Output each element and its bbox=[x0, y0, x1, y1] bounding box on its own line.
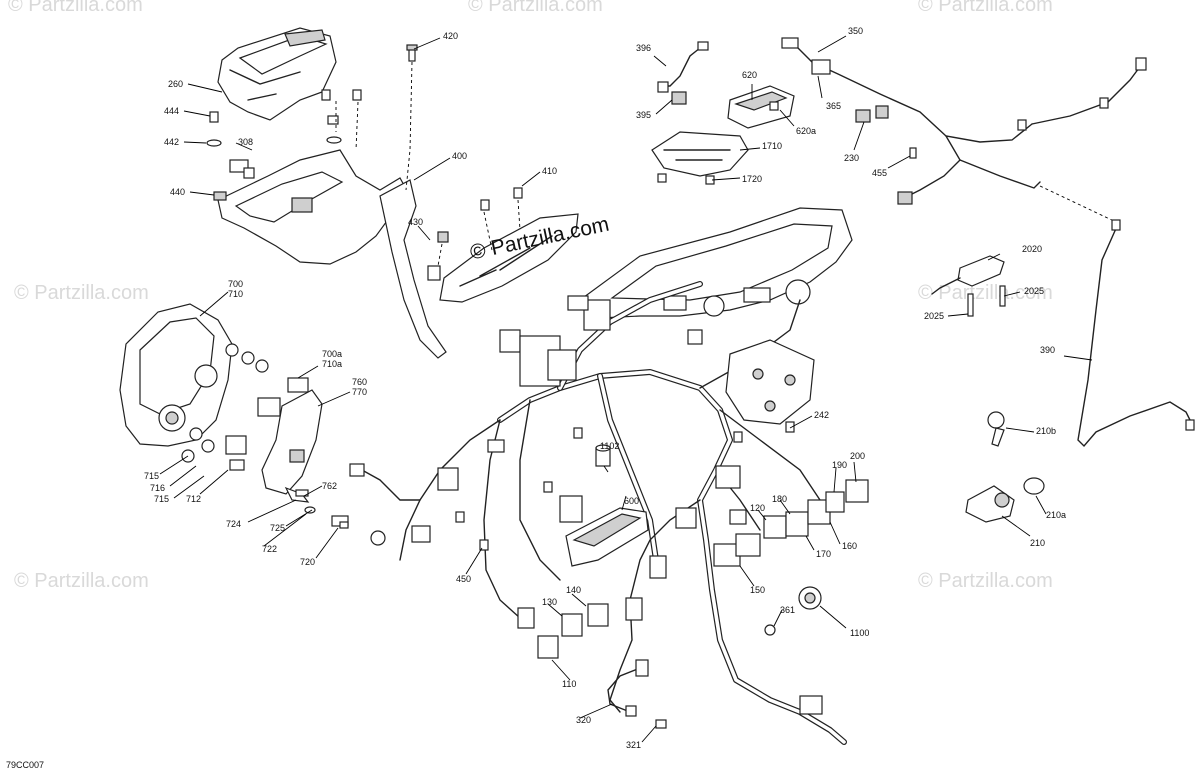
callout-150: 150 bbox=[750, 585, 766, 595]
callout-1720: 1720 bbox=[742, 174, 763, 184]
callout-350: 350 bbox=[848, 26, 864, 36]
callout-2025-left: 2025 bbox=[924, 311, 945, 321]
callout-725: 725 bbox=[270, 523, 286, 533]
dash-panel-700-710-part bbox=[119, 303, 269, 447]
switch-row-120-200-part bbox=[713, 479, 869, 567]
fuse-1102-part bbox=[595, 444, 611, 467]
watermark-top-left: © Partzilla.com bbox=[8, 0, 143, 16]
callout-361: 361 bbox=[780, 605, 796, 615]
callout-170: 170 bbox=[816, 549, 832, 559]
callout-455: 455 bbox=[872, 168, 888, 178]
outlet-1100-361-part bbox=[764, 586, 822, 636]
callout-410: 410 bbox=[542, 166, 558, 176]
harness-350-part bbox=[781, 37, 1147, 205]
watermark-right-lower: © Partzilla.com bbox=[918, 570, 1053, 592]
screws-444-442-part bbox=[206, 89, 362, 147]
callout-242: 242 bbox=[814, 410, 830, 420]
callout-620a: 620a bbox=[796, 126, 817, 136]
watermark-top-mid: © Partzilla.com bbox=[468, 0, 603, 16]
callout-430: 430 bbox=[408, 217, 424, 227]
bracket-410-part bbox=[439, 187, 579, 303]
callout-400: 400 bbox=[452, 151, 468, 161]
callout-762: 762 bbox=[322, 481, 338, 491]
callout-210: 210 bbox=[1030, 538, 1046, 548]
callout-722: 722 bbox=[262, 544, 278, 554]
callout-110: 110 bbox=[562, 679, 577, 689]
callout-700a-710a: 700a 710a bbox=[322, 349, 343, 369]
callout-450: 450 bbox=[456, 574, 472, 584]
callout-2025-right: 2025 bbox=[1024, 286, 1045, 296]
callout-120: 120 bbox=[750, 503, 766, 513]
callout-716: 716 bbox=[150, 483, 166, 493]
watermark-left-upper: © Partzilla.com bbox=[14, 282, 149, 304]
callout-200: 200 bbox=[850, 451, 866, 461]
screws-762-720-part bbox=[295, 489, 349, 529]
callout-396: 396 bbox=[636, 43, 652, 53]
callout-720: 720 bbox=[300, 557, 316, 567]
callout-724: 724 bbox=[226, 519, 242, 529]
callout-395: 395 bbox=[636, 110, 652, 120]
module-620-part bbox=[727, 85, 795, 129]
callout-2020: 2020 bbox=[1022, 244, 1043, 254]
callout-760-770: 760 770 bbox=[352, 377, 368, 397]
cluster-housing-part bbox=[579, 207, 853, 319]
leader-lines bbox=[159, 35, 1093, 743]
callout-1102: 1102 bbox=[600, 441, 620, 451]
diagram-reference-code: 79CC007 bbox=[6, 760, 45, 770]
callout-260: 260 bbox=[168, 79, 184, 89]
callout-160: 160 bbox=[842, 541, 858, 551]
module-2020-part bbox=[931, 255, 1006, 317]
switches-700a-712-part bbox=[181, 377, 309, 471]
watermark-top-right: © Partzilla.com bbox=[918, 0, 1053, 16]
watermark-left-lower: © Partzilla.com bbox=[14, 570, 149, 592]
bolt-420-part bbox=[406, 44, 418, 62]
callout-440: 440 bbox=[170, 187, 186, 197]
connector-396-395-part bbox=[657, 41, 709, 105]
callout-308: 308 bbox=[238, 137, 254, 147]
switches-130-140-110-part bbox=[517, 597, 643, 659]
callout-620: 620 bbox=[742, 70, 758, 80]
bracket-400-part bbox=[213, 149, 447, 359]
callout-190: 190 bbox=[832, 460, 848, 470]
module-242-part bbox=[725, 339, 815, 443]
callout-320: 320 bbox=[576, 715, 592, 725]
callout-715-top: 715 bbox=[144, 471, 160, 481]
callout-180: 180 bbox=[772, 494, 788, 504]
bracket-1710-1720-part bbox=[651, 131, 749, 185]
callout-130: 130 bbox=[542, 597, 558, 607]
callout-230: 230 bbox=[844, 153, 860, 163]
callout-700-710: 700 710 bbox=[228, 279, 244, 299]
callout-210b: 210b bbox=[1036, 426, 1057, 436]
callout-1710: 1710 bbox=[762, 141, 783, 151]
callout-390: 390 bbox=[1040, 345, 1056, 355]
callout-442: 442 bbox=[164, 137, 180, 147]
callout-712: 712 bbox=[186, 494, 202, 504]
callout-444: 444 bbox=[164, 106, 180, 116]
cable-390-part bbox=[1077, 219, 1195, 448]
callout-210a: 210a bbox=[1046, 510, 1067, 520]
callout-140: 140 bbox=[566, 585, 582, 595]
main-harness-part bbox=[349, 281, 847, 745]
cover-260-part bbox=[217, 27, 337, 121]
callout-715-bottom: 715 bbox=[154, 494, 170, 504]
harness-320-321-part bbox=[607, 659, 667, 729]
callout-365: 365 bbox=[826, 101, 842, 111]
key-210b-part bbox=[987, 411, 1005, 447]
watermark-right-upper: © Partzilla.com bbox=[918, 282, 1053, 304]
callout-1100: 1100 bbox=[850, 628, 870, 638]
callout-600: 600 bbox=[624, 496, 640, 506]
clip-430-part bbox=[427, 231, 449, 281]
ignition-switch-210-part bbox=[965, 477, 1045, 523]
callout-321: 321 bbox=[626, 740, 642, 750]
ecu-600-part bbox=[559, 495, 649, 567]
callout-420: 420 bbox=[443, 31, 459, 41]
